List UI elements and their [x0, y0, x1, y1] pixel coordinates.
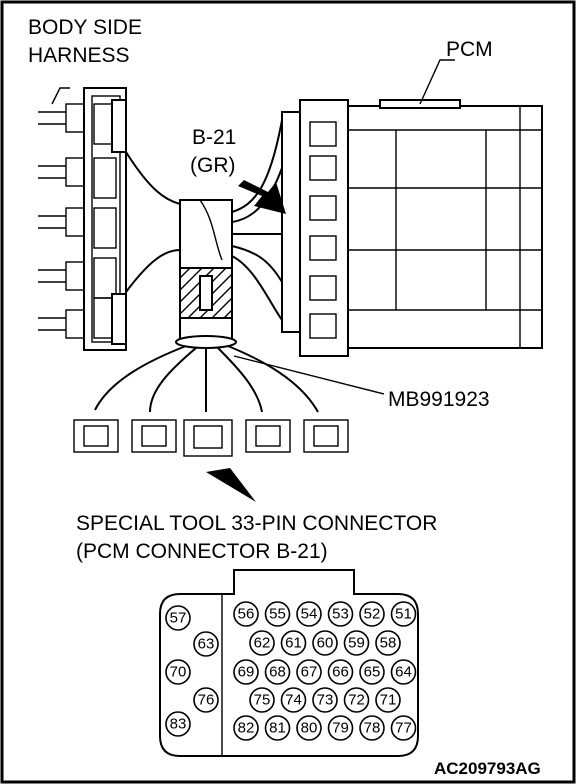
pin-circle	[233, 601, 259, 627]
pin-circle	[264, 601, 291, 627]
pin-circle	[390, 659, 417, 685]
pin-label: 70	[170, 664, 187, 681]
pin-circle	[327, 601, 354, 627]
pin-label: 62	[254, 635, 271, 652]
pin-circle	[375, 687, 401, 713]
pin-label: 77	[395, 720, 412, 737]
pin-label: 55	[269, 606, 286, 623]
pin-label: 51	[395, 606, 412, 623]
pin-circle	[390, 601, 417, 627]
pin-circle	[296, 715, 322, 741]
body-side-label-2: HARNESS	[28, 44, 130, 67]
pin-label: 74	[285, 692, 302, 709]
pin-label: 66	[332, 664, 349, 681]
pin-circle	[343, 687, 370, 713]
pin-label: 72	[348, 692, 365, 709]
pin-label: 73	[317, 692, 334, 709]
pin-label: 57	[170, 610, 187, 627]
pin-label: 83	[170, 716, 187, 733]
pin-circle	[296, 659, 322, 685]
pin-label: 81	[269, 720, 286, 737]
pins-layer: 56 55 54 53 52 51 69 68 67 66 65 64 82 81 80 79 78 77 62 61…	[165, 601, 417, 741]
connector-id-label: B-21	[192, 126, 236, 149]
special-tool-label-1: SPECIAL TOOL 33-PIN CONNECTOR	[76, 512, 437, 535]
special-tool-label-2: (PCM CONNECTOR B-21)	[76, 540, 328, 563]
pin-circle	[264, 659, 291, 685]
pin-label: 65	[364, 664, 381, 681]
pin-label: 58	[380, 635, 397, 652]
pin-circle	[249, 630, 275, 656]
pin-circle	[327, 659, 354, 685]
pin-circle	[165, 659, 191, 685]
tool-part-label: MB991923	[388, 388, 490, 411]
pin-label: 63	[198, 636, 215, 653]
pin-circle	[233, 659, 259, 685]
pin-circle	[193, 687, 219, 713]
pin-circle	[359, 601, 385, 627]
pin-circle	[390, 715, 417, 741]
pin-label: 59	[348, 635, 365, 652]
pin-circle	[343, 630, 370, 656]
pin-label: 75	[254, 692, 271, 709]
pin-circle	[359, 659, 385, 685]
pin-label: 78	[364, 720, 381, 737]
pin-label: 54	[301, 606, 318, 623]
pin-label: 80	[301, 720, 318, 737]
connector-color-label: (GR)	[190, 154, 236, 177]
pin-circle	[312, 687, 338, 713]
pin-circle	[312, 630, 338, 656]
pin-label: 71	[380, 692, 397, 709]
pin-label: 82	[238, 720, 255, 737]
pin-label: 79	[332, 720, 349, 737]
pin-circle	[280, 687, 307, 713]
pin-circle	[375, 630, 401, 656]
b21-arrow	[238, 180, 286, 214]
pin-label: 69	[238, 664, 255, 681]
pin-circle	[249, 687, 275, 713]
pcm-unit	[281, 59, 543, 357]
pin-label: 68	[269, 664, 286, 681]
pin-label: 64	[395, 664, 412, 681]
pin-label: 60	[317, 635, 334, 652]
figure-code: AC209793AG	[434, 759, 541, 778]
tool-branch-connectors	[73, 419, 349, 457]
mb991923-leader	[233, 355, 385, 395]
pin-circle	[165, 605, 191, 631]
pin-circle	[280, 630, 307, 656]
pin-circle	[264, 715, 291, 741]
pin-circle	[296, 601, 322, 627]
body-side-harness-connector	[38, 87, 127, 351]
pin-circle	[327, 715, 354, 741]
pin-circle	[233, 715, 259, 741]
pin-label: 53	[332, 606, 349, 623]
pin-circle	[359, 715, 385, 741]
pin-label: 67	[301, 664, 318, 681]
pin-circle	[165, 711, 191, 737]
body-side-label-1: BODY SIDE	[28, 16, 142, 39]
pin-label: 56	[238, 606, 255, 623]
pin-label: 76	[198, 692, 215, 709]
harness-mb991923	[94, 119, 319, 413]
pin-label: 61	[285, 635, 302, 652]
pin-label: 52	[364, 606, 381, 623]
pcm-label: PCM	[446, 38, 493, 61]
pin-circle	[193, 631, 219, 657]
special-tool-arrow	[206, 468, 256, 502]
